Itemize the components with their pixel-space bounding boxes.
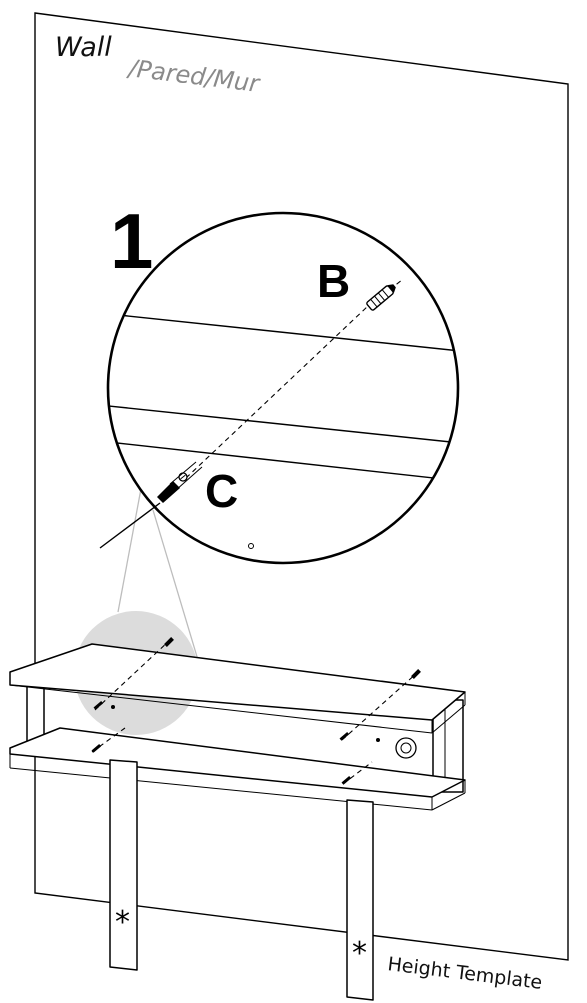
screw-icon xyxy=(91,744,102,753)
part-label-b: B xyxy=(317,255,350,307)
part-label-c: C xyxy=(205,465,238,517)
wall-panel xyxy=(34,12,569,961)
screw-icon xyxy=(339,732,350,741)
wall-anchor-icon xyxy=(366,284,396,311)
detail-connector-line xyxy=(117,477,144,613)
detail-view: 1 B C xyxy=(99,197,460,565)
wall-label: Wall xyxy=(55,32,112,63)
height-template-marker: * xyxy=(115,905,130,940)
screw-path-dash xyxy=(94,639,171,711)
detail-shelf-line xyxy=(108,439,458,483)
shelf-hole xyxy=(376,738,380,742)
shelf-hole xyxy=(111,705,115,709)
wall-label-translations: /Pared/Mur xyxy=(125,54,263,98)
detail-alignment-dash xyxy=(185,305,369,479)
shelf-unit xyxy=(9,637,466,811)
screw-path-dash xyxy=(341,671,419,741)
detail-shelf-line xyxy=(108,403,458,445)
screw-path-dash xyxy=(342,761,373,785)
wall-anchor-icon xyxy=(164,637,174,647)
step-number: 1 xyxy=(110,197,153,285)
screw-icon xyxy=(341,776,352,785)
detail-connector-line xyxy=(152,509,199,661)
screw-icon xyxy=(93,701,104,710)
shelf-top-board xyxy=(9,643,466,721)
shelf-cam-lock xyxy=(400,742,412,754)
screw-path-dash xyxy=(91,727,126,753)
detail-view-circle xyxy=(106,211,460,565)
height-template: * * Height Template xyxy=(109,759,543,1001)
shelf-bottom-board xyxy=(9,727,466,798)
wall-anchor-icon xyxy=(411,669,421,679)
detail-drill-line xyxy=(99,502,161,549)
height-template-marker: * xyxy=(352,936,367,971)
detail-shelf-line xyxy=(108,311,458,353)
detail-hole xyxy=(248,543,254,549)
drill-bit-icon xyxy=(157,461,203,503)
height-template-leg-left xyxy=(109,759,138,971)
height-template-leg-right xyxy=(346,799,374,1001)
height-template-label: Height Template xyxy=(386,953,543,994)
shelf-cam-lock xyxy=(395,737,417,759)
